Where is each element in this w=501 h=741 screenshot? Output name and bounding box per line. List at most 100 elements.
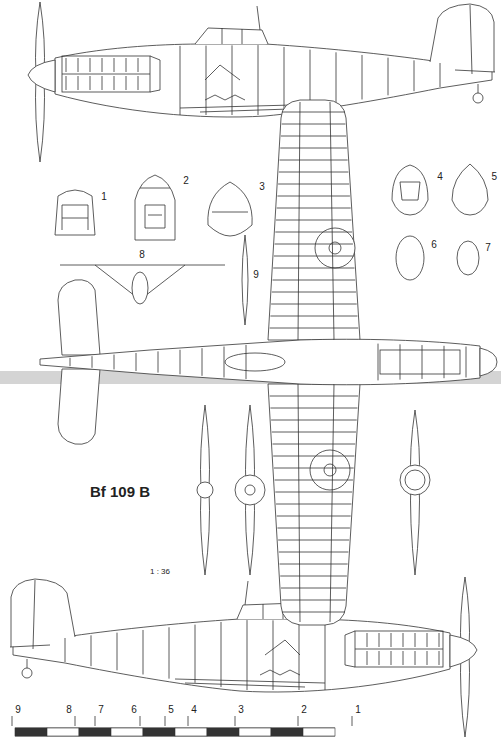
section-mark [140, 716, 141, 726]
section-7 [457, 241, 479, 275]
section-mark-number: 7 [98, 705, 104, 715]
section-mark [95, 716, 96, 726]
wing-rib [273, 444, 356, 445]
wheel-hub [324, 464, 336, 476]
canopy [195, 28, 268, 44]
frame-line [378, 344, 379, 381]
cylinder-line [126, 58, 127, 90]
wing-rib [280, 564, 348, 565]
rudder-line [455, 5, 495, 74]
scale-note: 1 : 36 [150, 568, 170, 576]
frame-line [136, 353, 137, 371]
hub [197, 482, 213, 498]
wing-rib [275, 232, 352, 233]
section-5 [452, 164, 488, 215]
fuselage [55, 44, 492, 117]
frame-line [70, 358, 71, 366]
section-mark [235, 716, 236, 726]
engine-mount [62, 56, 160, 92]
cross-sections [55, 164, 488, 325]
engine [380, 350, 460, 374]
wing-rib [275, 480, 353, 481]
section-1 [55, 190, 95, 235]
wing-rib [278, 184, 349, 185]
section-6 [396, 236, 424, 280]
frame-line [444, 346, 445, 378]
tailplane [58, 280, 100, 355]
tailwheel-strut [478, 84, 479, 94]
scale-segment [143, 728, 175, 736]
wing-spar [298, 102, 334, 622]
section-mark-number: 4 [191, 705, 197, 715]
wing-rib [273, 268, 354, 269]
spinner-ring [400, 465, 430, 495]
wing-rib [271, 304, 357, 305]
frame-line [440, 63, 441, 87]
wing-rib [274, 468, 354, 469]
fin [430, 4, 494, 72]
wing-rib [282, 112, 345, 113]
wing-rib [277, 516, 351, 517]
section-number: 8 [139, 250, 145, 260]
frame-line [414, 60, 415, 91]
section-mark-number: 1 [355, 705, 361, 715]
wing-rib [280, 576, 347, 577]
frame-line [232, 45, 233, 115]
wing-rib [277, 196, 349, 197]
section-3 [208, 182, 252, 236]
tailwheel [473, 93, 483, 103]
tailplane [58, 369, 100, 444]
section-number: 6 [431, 240, 437, 250]
section-mark [165, 716, 166, 726]
frame-line [466, 347, 467, 378]
cylinder-line [90, 58, 91, 90]
wing-rib [275, 492, 352, 493]
section-mark [75, 716, 76, 726]
frame-line [400, 344, 401, 379]
frame-line [284, 47, 285, 112]
wing-rib [281, 588, 346, 589]
frame-line [224, 347, 225, 378]
wing-rib [278, 540, 349, 541]
section-mark-number: 8 [66, 705, 72, 715]
wing-rib [270, 396, 359, 397]
cockpit-structure [205, 65, 245, 100]
wing-rib [275, 244, 353, 245]
wing-rib [274, 256, 354, 257]
spinner [28, 60, 55, 92]
section-mark [188, 716, 189, 726]
fuselage [40, 339, 480, 385]
wing-rib [279, 172, 349, 173]
scale-line [15, 728, 335, 736]
wing-rib [282, 612, 345, 613]
spinner-front [235, 475, 265, 505]
plan-view [40, 100, 497, 625]
frame-line [180, 350, 181, 374]
section-detail [62, 205, 88, 230]
wing-rib [270, 328, 359, 329]
side-view-mirrored [10, 577, 477, 737]
frame-line [180, 46, 181, 115]
wing-rib [277, 208, 351, 209]
cylinder-line [102, 58, 103, 90]
wing-rib [282, 124, 346, 125]
section-detail [400, 182, 420, 200]
section-8-fuselage [132, 272, 148, 304]
section-number: 3 [259, 182, 265, 192]
scale-segment [271, 728, 303, 736]
scale-bar [12, 716, 352, 736]
section-mark-number: 2 [301, 705, 307, 715]
canopy-frame [222, 6, 260, 44]
frame-line [336, 52, 337, 103]
frame-line [92, 356, 93, 368]
section-mark-number: 6 [131, 705, 137, 715]
scale-segment [303, 728, 335, 736]
scale-segment [207, 728, 239, 736]
wing-rib [279, 552, 349, 553]
wing-rib [270, 316, 357, 317]
section-number: 5 [491, 172, 497, 182]
section-4 [392, 165, 428, 215]
wing-rib [273, 280, 356, 281]
cylinder-line [78, 58, 79, 90]
